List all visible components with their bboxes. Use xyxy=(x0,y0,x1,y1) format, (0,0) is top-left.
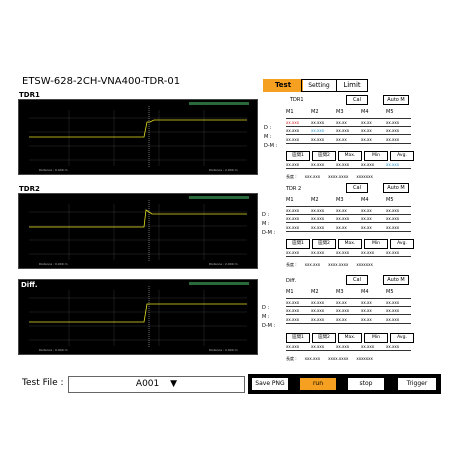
scope-tdr1[interactable]: Distance : 0.000 m Distance : 2.000 m xyxy=(18,99,258,175)
control-bar: Save PNG run stop Trigger xyxy=(248,374,441,394)
legend-right: Distance : 2.000 m xyxy=(209,168,238,172)
scope-label-diff: Diff. xyxy=(21,281,38,289)
app-title: ETSW-628-2CH-VNA400-TDR-01 xyxy=(22,76,181,87)
cal-button[interactable]: Cal xyxy=(346,183,368,193)
section-title-tdr2: TDR 2 xyxy=(286,186,302,192)
test-file-select[interactable]: A001 ▼ xyxy=(68,376,245,393)
dropdown-arrow-icon[interactable]: ▼ xyxy=(170,379,178,389)
cal-button[interactable]: Cal xyxy=(346,95,368,105)
auto-m-button[interactable]: Auto M xyxy=(383,95,409,105)
tab-test[interactable]: Test xyxy=(263,79,303,92)
row-label-d: D : xyxy=(262,305,270,311)
scope-tdr2-plot: Distance : 0.000 m Distance : 2.000 m xyxy=(29,196,249,266)
auto-m-button[interactable]: Auto M xyxy=(383,275,409,285)
scope-diff-plot: Distance : 0.000 m Distance : 2.000 m xyxy=(29,282,249,352)
cal-button[interactable]: Cal xyxy=(346,275,368,285)
save-png-button[interactable]: Save PNG xyxy=(252,378,288,390)
scope-tdr1-plot: Distance : 0.000 m Distance : 2.000 m xyxy=(29,102,249,172)
legend-left: Distance : 0.000 m xyxy=(39,348,68,352)
legend-right: Distance : 2.000 m xyxy=(209,262,238,266)
scope-diff[interactable]: Distance : 0.000 m Distance : 2.000 m xyxy=(18,279,258,355)
section-title-diff: Diff. xyxy=(286,278,297,284)
row-label-dm: D-M : xyxy=(264,143,278,149)
stop-button[interactable]: stop xyxy=(348,378,384,390)
row-label-d: D : xyxy=(264,125,272,131)
run-button[interactable]: run xyxy=(300,378,336,390)
test-file-label: Test File : xyxy=(22,378,64,388)
row-label-m: M : xyxy=(264,134,272,140)
legend-left: Distance : 0.000 m xyxy=(39,262,68,266)
test-file-value: A001 xyxy=(135,379,160,389)
scope-label-tdr2: TDR2 xyxy=(19,185,40,193)
row-label-m: M : xyxy=(262,314,270,320)
section-title-tdr1: TDR1 xyxy=(290,97,304,103)
auto-m-button[interactable]: Auto M xyxy=(383,183,409,193)
row-label-dm: D-M : xyxy=(262,230,276,236)
legend-bar xyxy=(189,102,249,105)
row-label-m: M : xyxy=(262,221,270,227)
trace-yellow xyxy=(29,303,247,323)
grid xyxy=(29,290,247,346)
row-label-d: D : xyxy=(262,212,270,218)
tab-limit[interactable]: Limit xyxy=(336,79,368,92)
legend-bar xyxy=(189,196,249,199)
legend-bar xyxy=(189,282,249,285)
grid xyxy=(29,110,247,166)
grid xyxy=(29,204,247,260)
legend-left: Distance : 0.000 m xyxy=(39,168,68,172)
trace-yellow xyxy=(29,119,247,138)
tab-setting[interactable]: Setting xyxy=(301,79,337,92)
row-label-dm: D-M : xyxy=(262,323,276,329)
trace-yellow xyxy=(29,209,247,228)
scope-label-tdr1: TDR1 xyxy=(19,91,40,99)
scope-tdr2[interactable]: Distance : 0.000 m Distance : 2.000 m xyxy=(18,193,258,269)
trigger-button[interactable]: Trigger xyxy=(398,378,436,390)
legend-right: Distance : 2.000 m xyxy=(209,348,238,352)
